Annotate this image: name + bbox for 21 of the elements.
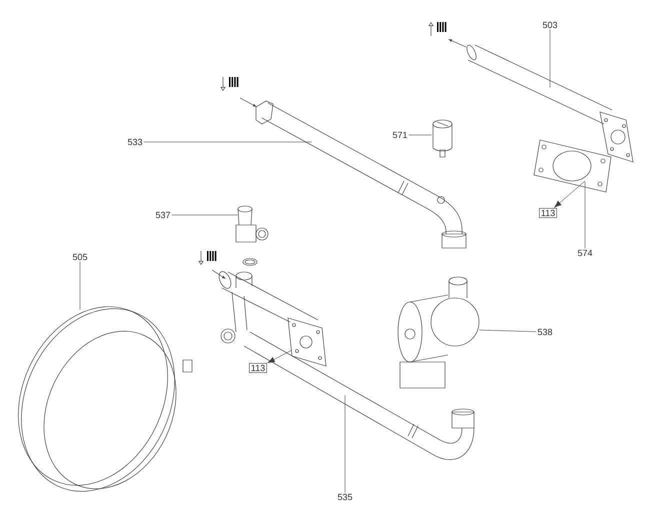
leader-line [584,181,586,249]
reference-box: 113 [539,208,557,218]
part-number: 535 [338,494,352,500]
expansion-vessel-drawing [18,306,192,492]
part-number: 537 [156,212,170,218]
part-number: 574 [578,250,592,256]
pipe-drawing [466,44,634,162]
leader-line [408,134,432,136]
part-number: 533 [128,138,142,146]
leader-line [344,395,346,493]
part-number: 503 [542,22,558,28]
gasket-drawing [534,140,612,192]
leader-line [172,214,238,216]
leader-arrow [268,350,292,364]
leader-line [479,330,536,332]
leader-arrow [554,181,585,208]
pipe-drawing [256,100,466,248]
valve-drawing [236,206,268,242]
part-number: 505 [72,254,88,260]
part-number: 538 [538,328,552,336]
pipe-drawing [218,271,474,460]
